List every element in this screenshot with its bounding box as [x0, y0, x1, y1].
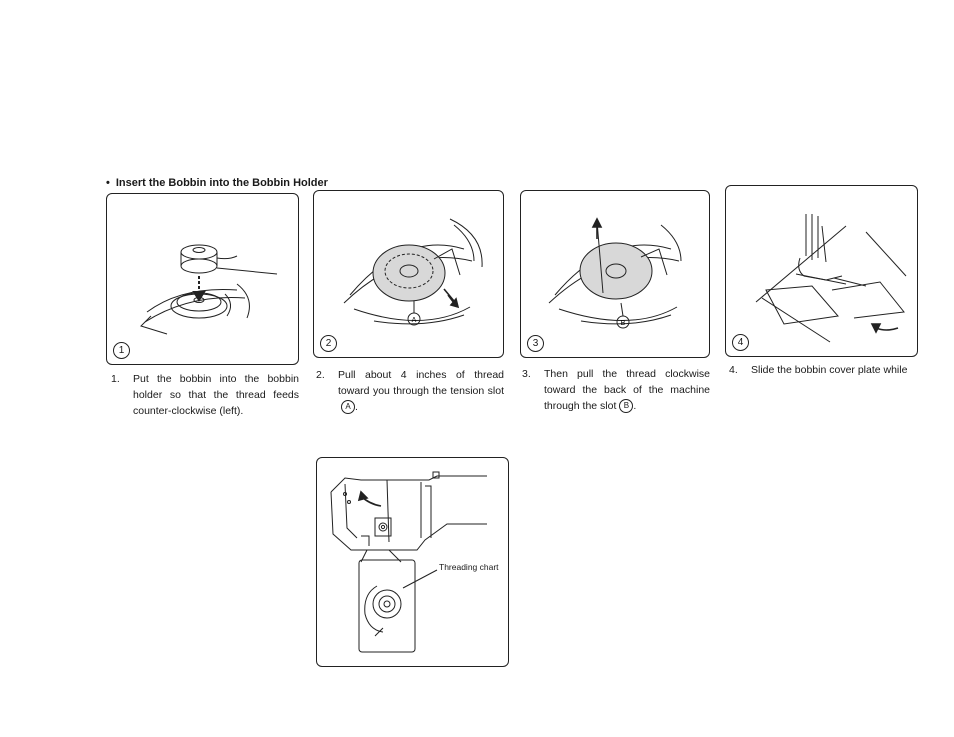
step-1-caption: 1. Put the bobbin into the bobbin holder… [111, 371, 299, 419]
section-heading: • Insert the Bobbin into the Bobbin Holde… [106, 177, 328, 189]
step-2-text: Pull about 4 inches of thread toward you… [338, 369, 504, 397]
step-2-number: 2. [316, 369, 325, 381]
step-1-illustration: 1 [106, 193, 299, 365]
heading-bullet: • [106, 177, 110, 189]
step-4-caption: 4. Slide the bobbin cover plate while [729, 362, 929, 378]
step-3-text: Then pull the thread clockwise toward th… [544, 368, 710, 412]
step-4-text: Slide the bobbin cover plate while [751, 364, 908, 376]
slot-b-drawing: B [548, 217, 682, 329]
svg-text:B: B [621, 320, 626, 327]
threading-chart-label: Threading chart [439, 562, 499, 572]
step-1-text: Put the bobbin into the bobbin holder so… [133, 373, 299, 417]
slot-a-marker: A [341, 400, 355, 415]
machine-side-drawing [330, 471, 487, 653]
step-3-number: 3. [522, 368, 531, 380]
step-1-number: 1. [111, 373, 120, 385]
slot-b-marker: B [619, 399, 634, 414]
threading-chart-figure: Threading chart [316, 457, 509, 667]
step-2-illustration: A 2 [313, 190, 504, 358]
step-3-caption: 3. Then pull the thread clockwise toward… [522, 368, 710, 414]
step-3-badge: 3 [527, 335, 544, 352]
step-3-illustration: B 3 [520, 190, 710, 358]
bobbin-holder-drawing [140, 244, 278, 335]
heading-text: Insert the Bobbin into the Bobbin Holder [115, 177, 328, 189]
svg-text:A: A [412, 317, 417, 324]
step-1-badge: 1 [113, 342, 130, 359]
step-4-badge: 4 [732, 334, 749, 351]
tension-slot-drawing: A [343, 218, 483, 326]
step-4-illustration: 4 [725, 185, 918, 357]
step-2-badge: 2 [320, 335, 337, 352]
step-4-number: 4. [729, 364, 738, 376]
step-2-caption: 2. Pull about 4 inches of thread toward … [316, 369, 504, 415]
bobbin-cover-plate-drawing [755, 214, 907, 343]
